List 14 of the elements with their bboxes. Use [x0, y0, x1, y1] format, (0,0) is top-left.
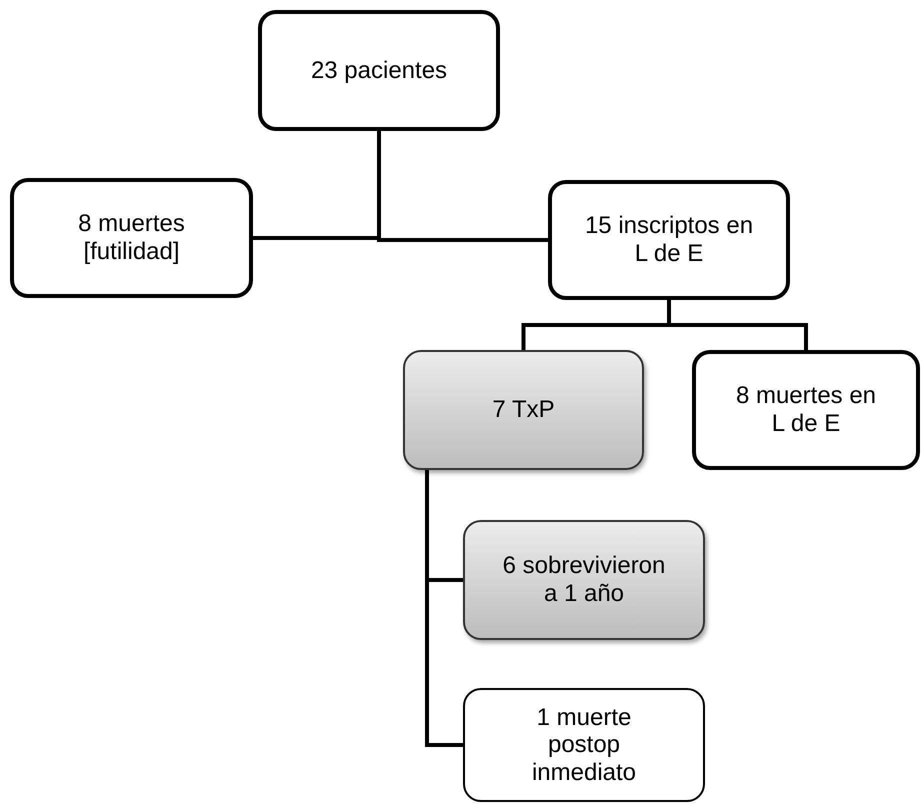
- box-label: 8 muertes [futilidad]: [77, 210, 186, 266]
- rounded-box: [463, 520, 705, 640]
- box-label: 8 muertes en L de E: [734, 382, 878, 438]
- box-label: 1 muerte postop inmediato: [530, 704, 638, 786]
- box-label: 6 sobrevivieron a 1 año: [502, 552, 666, 608]
- box-label: 7 TxP: [492, 396, 555, 424]
- rounded-box: [692, 350, 920, 470]
- rounded-box: [548, 180, 790, 300]
- rounded-box: [403, 350, 644, 470]
- rounded-box: [463, 688, 705, 802]
- box-label: 23 pacientes: [310, 56, 448, 84]
- box-label: 15 inscriptos en L de E: [584, 212, 754, 268]
- rounded-box: [10, 178, 253, 298]
- rounded-box: [258, 10, 500, 131]
